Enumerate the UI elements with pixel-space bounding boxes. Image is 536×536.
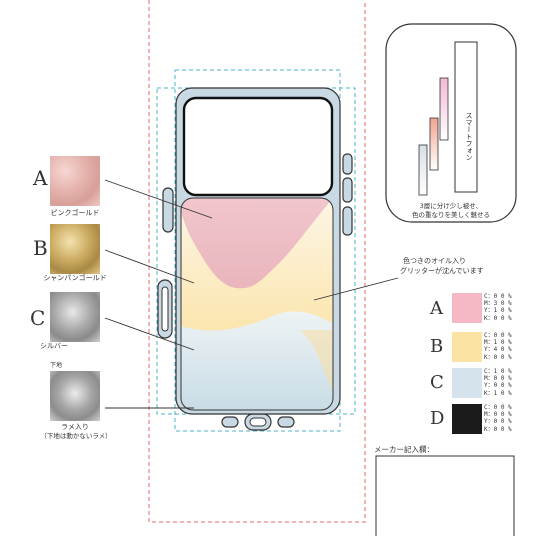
swatch-letter-b: B [33,236,48,260]
layer-c-blue [181,311,333,410]
maker-label: メーカー記入欄： [374,445,434,454]
palette-swatch-b [452,332,482,362]
palette-cmyk-d: C：0 0 % M：0 0 % Y：0 0 % K：0 0 % [484,404,512,433]
inset-caption-1: 3層に分け少し被せ、 [419,202,483,210]
maker-box [375,455,515,536]
right-side-button-1 [342,153,353,175]
inset-layer-bottom [418,144,428,196]
swatch-letter-c: C [30,306,46,330]
oil-note-line2: グリッターが沈んでいます [400,267,484,275]
layered-back-panel [181,198,333,410]
right-side-button-3 [342,206,353,236]
leader-line-a [104,179,213,219]
inset-caption-2: 色の重なりを美しく魅せる [412,211,490,219]
oil-note-line1: 色つきのオイル入り [403,257,466,265]
swatch-letter-a: A [33,166,48,190]
swatch-label-pink-gold: ピンクゴールド [50,209,100,217]
bottom-port-left [221,416,239,428]
inset-vertical-label: スマートフォン [465,112,473,161]
palette-cmyk-c: C：1 0 % M：0 0 % Y：0 0 % K：1 0 % [484,368,512,397]
swatch-champagne-gold [50,224,100,274]
swatch-label-glitter: ラメ入り [61,423,89,431]
palette-swatch-a [452,293,482,323]
swatch-pink-gold [50,156,100,206]
swatch-silver [50,292,100,342]
swatch-label-silver: シルバー [40,342,68,350]
inset-box [385,23,517,223]
palette-letter-d: D [430,408,445,429]
palette-cmyk-b: C：0 0 % M：1 0 % Y：4 0 % K：0 0 % [484,332,512,361]
swatch-label-base-top: 下地 [50,362,63,369]
leader-line-b [104,249,195,284]
swatch-label-glitter-sub: （下地は動かないラメ） [40,432,112,440]
palette-swatch-c [452,368,482,398]
inset-phone [454,41,478,193]
maker-input-area[interactable] [377,457,513,536]
leader-line-oil [313,277,399,301]
bottom-port-right [277,416,295,428]
palette-swatch-d [452,404,482,434]
layer-a-pink [181,198,333,289]
swatch-glitter-base [50,371,100,421]
swatch-label-champagne-gold: シャンパンゴールド [43,274,107,282]
palette-letter-a: A [430,298,443,319]
camera-window [182,96,334,197]
left-side-button-top [162,187,174,233]
inset-layer-top [439,77,449,141]
inset-layer-middle [429,117,439,171]
leader-line-c [104,317,195,351]
right-side-button-2 [342,177,353,203]
palette-letter-c: C [430,372,444,393]
palette-cmyk-a: C：0 0 % M：3 0 % Y：1 0 % K：0 0 % [484,293,512,322]
palette-letter-b: B [430,336,444,357]
red-dashed-guide [148,0,366,523]
